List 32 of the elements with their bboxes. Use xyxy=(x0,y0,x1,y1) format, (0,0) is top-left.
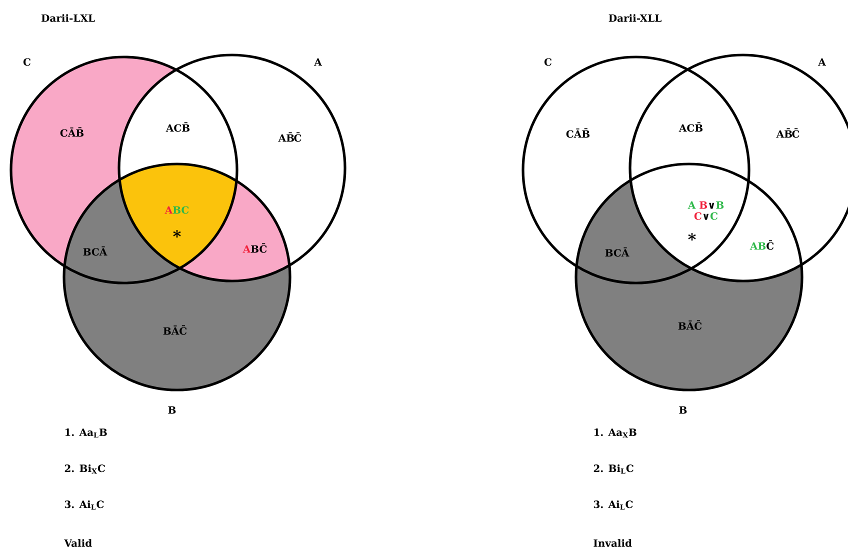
asterisk-mark: * xyxy=(173,230,181,238)
region-label: ABC̄ xyxy=(750,240,774,250)
region-label: ACB̄ xyxy=(678,122,703,132)
region-label: AB̄C̄ xyxy=(776,128,800,138)
set-label: A xyxy=(314,58,322,66)
set-label: C xyxy=(23,58,30,66)
region-label: ABC xyxy=(164,206,189,214)
premise-text: 3. Ai$_{L}$C xyxy=(594,500,633,510)
region-label: BĀC̄ xyxy=(678,320,702,330)
region-label: AB̄C̄ xyxy=(278,132,302,142)
region-label: CĀB̄ xyxy=(566,128,590,138)
premise-text: 1. Aa$_{L}$B xyxy=(65,428,107,438)
premise-text: 2. Bi$_{X}$C xyxy=(64,464,105,474)
premise-text: 1. Aa$_{X}$B xyxy=(594,428,636,438)
premise-text: Valid xyxy=(64,539,92,547)
set-label: B xyxy=(679,406,687,414)
premise-text: 2. Bi$_{L}$C xyxy=(594,464,634,474)
region-label: BĀC̄ xyxy=(163,325,187,335)
premise-text: Invalid xyxy=(594,539,632,547)
region-label: CĀB̄ xyxy=(60,127,84,137)
region-label: A B∨B C∨C xyxy=(688,201,724,220)
region-label: BCĀ xyxy=(83,246,108,256)
region-label: ABC̄ xyxy=(242,243,267,253)
panel-title: Darii-LXL xyxy=(41,14,95,22)
region-label: ACB̄ xyxy=(166,122,190,132)
set-label: B xyxy=(168,406,176,414)
panel-title: Darii-XLL xyxy=(608,14,662,22)
set-label: C xyxy=(544,58,552,66)
asterisk-mark: * xyxy=(688,233,696,240)
region-label: BCĀ xyxy=(605,247,630,257)
set-label: A xyxy=(818,58,826,66)
premise-text: 3. Ai$_{L}$C xyxy=(64,500,104,510)
